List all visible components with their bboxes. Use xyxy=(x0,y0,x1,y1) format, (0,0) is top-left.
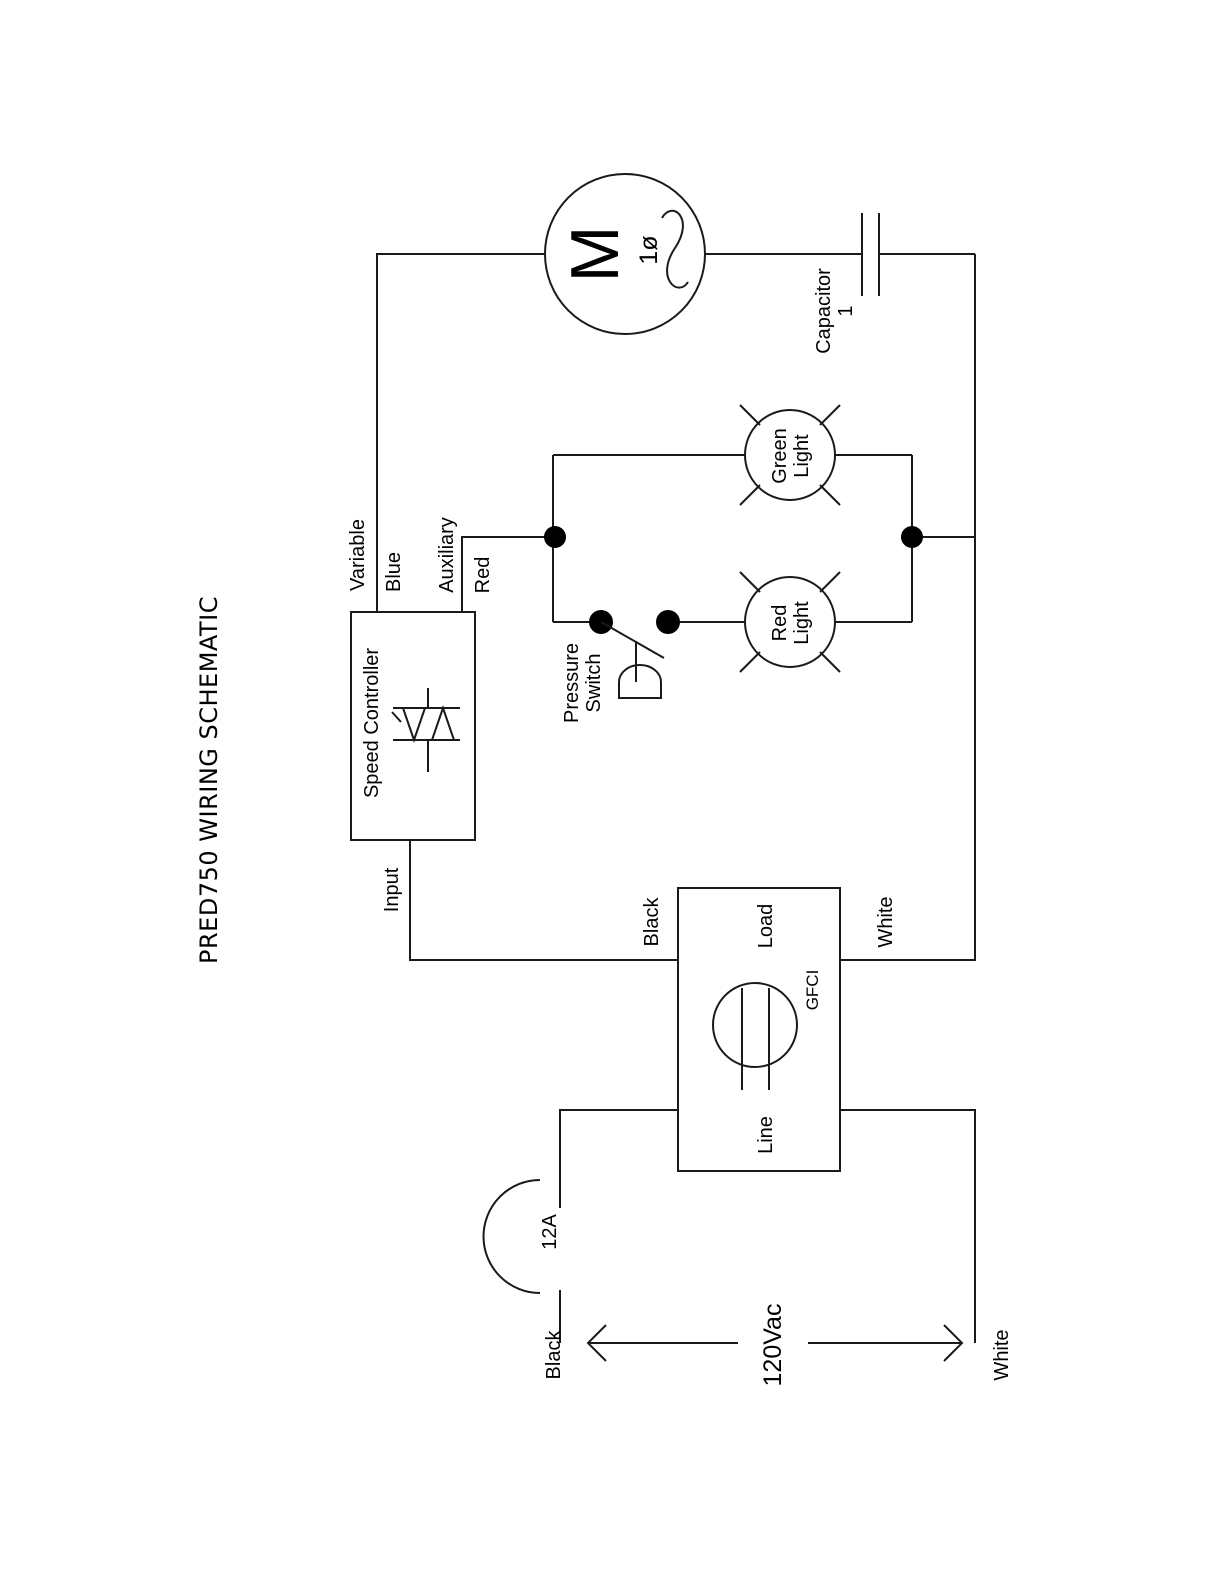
gfci-load-hot-wire xyxy=(410,840,678,960)
neutral-bus-wire xyxy=(840,254,975,960)
capacitor-icon xyxy=(862,213,879,296)
fuse-label: 12A xyxy=(539,1214,561,1250)
motor-phase-label: 1ø xyxy=(635,235,663,264)
gfci-icon xyxy=(713,983,797,1067)
speed-controller-variable-label: Variable xyxy=(347,519,369,591)
pressure-switch-label-2: Switch xyxy=(583,654,605,713)
page-title: PRED750 WIRING SCHEMATIC xyxy=(195,596,223,964)
red-light-label-1: Red xyxy=(769,605,791,642)
green-light-label-1: Green xyxy=(769,428,791,484)
variable-wire-label: Blue xyxy=(383,552,405,592)
gfci-load-hot-label: Black xyxy=(641,897,663,947)
green-light-label-2: Light xyxy=(791,434,813,478)
fuse-to-gfci-wire xyxy=(560,1110,678,1208)
gfci-label: GFCI xyxy=(803,970,822,1011)
speed-controller-input-label: Input xyxy=(381,867,403,912)
triac-icon xyxy=(392,688,460,772)
supply-neutral-label: White xyxy=(991,1329,1013,1380)
speed-controller-auxiliary-label: Auxiliary xyxy=(436,517,458,593)
supply-neutral-wire xyxy=(840,1110,975,1343)
speed-controller-label: Speed Controller xyxy=(361,648,383,798)
pressure-switch-label-1: Pressure xyxy=(561,643,583,723)
gfci-load-label: Load xyxy=(755,904,777,949)
red-light-label-2: Light xyxy=(791,601,813,645)
motor-symbol: M xyxy=(557,226,633,283)
junction-dot-auxiliary xyxy=(544,526,566,548)
fuse-icon xyxy=(483,1180,540,1293)
ac-wave-icon xyxy=(662,211,688,288)
auxiliary-wire-label: Red xyxy=(472,557,494,594)
supply-hot-label: Black xyxy=(543,1330,565,1380)
gfci-load-neutral-label: White xyxy=(875,896,897,947)
capacitor-label-2: 1 xyxy=(835,305,857,316)
supply-voltage-label: 120Vac xyxy=(759,1304,787,1387)
junction-dot-neutral xyxy=(901,526,923,548)
gfci-line-label: Line xyxy=(755,1116,777,1154)
wires xyxy=(377,254,975,1343)
capacitor-label-1: Capacitor xyxy=(813,268,835,354)
